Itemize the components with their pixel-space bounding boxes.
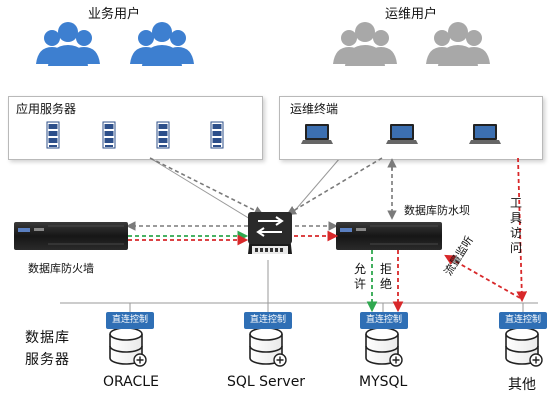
direct-control-badge-sqlserver: 直连控制 bbox=[244, 312, 292, 329]
control-links bbox=[126, 157, 397, 231]
db-firewall-device bbox=[14, 222, 128, 250]
allow-links bbox=[128, 230, 378, 313]
ops-users-icon bbox=[333, 22, 490, 66]
db-name-mysql: MYSQL bbox=[359, 374, 408, 390]
allow-label: 允许 bbox=[353, 262, 366, 291]
db-name-oracle: ORACLE bbox=[103, 374, 159, 390]
direct-control-badge-mysql: 直连控制 bbox=[360, 312, 408, 329]
db-firewall-label: 数据库防火墙 bbox=[28, 262, 94, 275]
db-name-sqlserver: SQL Server bbox=[227, 374, 306, 390]
reject-label: 拒绝 bbox=[379, 262, 392, 291]
app-servers-label: 应用服务器 bbox=[16, 102, 77, 116]
business-users-icon bbox=[36, 22, 194, 66]
db-name-other: 其他 bbox=[508, 377, 536, 393]
laptop-icon bbox=[301, 124, 501, 144]
tool-access-label: 工具访问 bbox=[509, 196, 522, 255]
business-users-label: 业务用户 bbox=[88, 7, 141, 22]
switch-icon bbox=[248, 212, 292, 254]
ops-users-label: 运维用户 bbox=[385, 7, 438, 22]
db-dam-device bbox=[336, 222, 442, 250]
server-icon bbox=[46, 121, 224, 149]
reject-links bbox=[128, 157, 528, 313]
db-dam-label: 数据库防水坝 bbox=[404, 204, 470, 217]
database-icon bbox=[109, 327, 543, 367]
direct-control-badge-other: 直连控制 bbox=[499, 312, 547, 329]
direct-control-badge-oracle: 直连控制 bbox=[106, 312, 154, 329]
ops-terminals-label: 运维终端 bbox=[290, 102, 339, 116]
db-section-label: 数据库服务器 bbox=[25, 330, 70, 368]
